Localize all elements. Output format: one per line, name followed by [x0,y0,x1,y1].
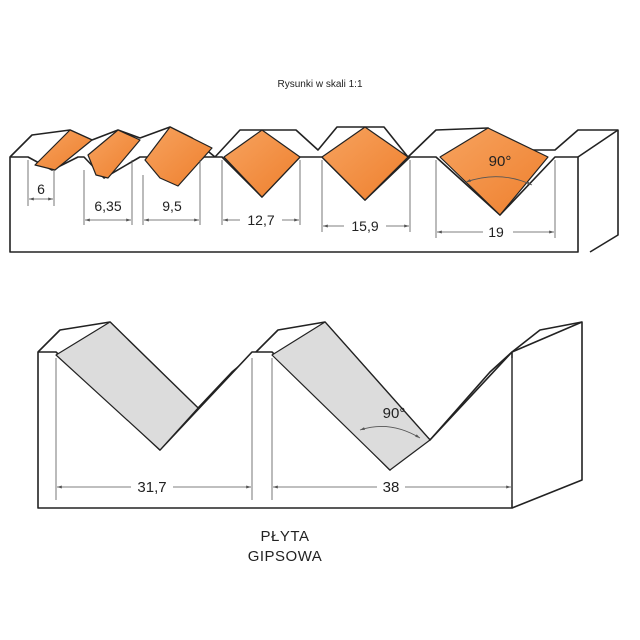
dim-label-9-5: 9,5 [162,198,182,214]
dim-label-6-35: 6,35 [94,198,121,214]
dim-label-12-7: 12,7 [247,212,274,228]
bit-9-5 [144,126,213,187]
bit-6 [34,129,93,171]
plate-caption: PŁYTA GIPSOWA [230,527,340,567]
dim-label-19: 19 [488,224,504,240]
dim-label-6: 6 [37,181,45,197]
caption-line-1: PŁYTA [260,528,310,545]
bit-19 [439,127,549,216]
dim-label-15-9: 15,9 [351,218,378,234]
bit-15-9 [321,126,409,201]
scale-title: Rysunki w skali 1:1 [277,79,363,90]
caption-line-2: GIPSOWA [247,548,323,565]
top-bits [34,126,549,216]
angle-label-top: 90° [489,153,512,170]
dim-label-31-7: 31,7 [137,479,166,496]
bit-31-7 [55,321,199,451]
bit-12-7 [223,129,301,198]
bit-6-35 [87,129,141,179]
bottom-dimension-labels: 31,7 38 90° [131,405,405,496]
top-dimension-labels: 6 6,35 9,5 12,7 15,9 19 90° [33,153,513,240]
angle-label-bottom: 90° [383,405,406,422]
dim-label-38: 38 [383,479,400,496]
